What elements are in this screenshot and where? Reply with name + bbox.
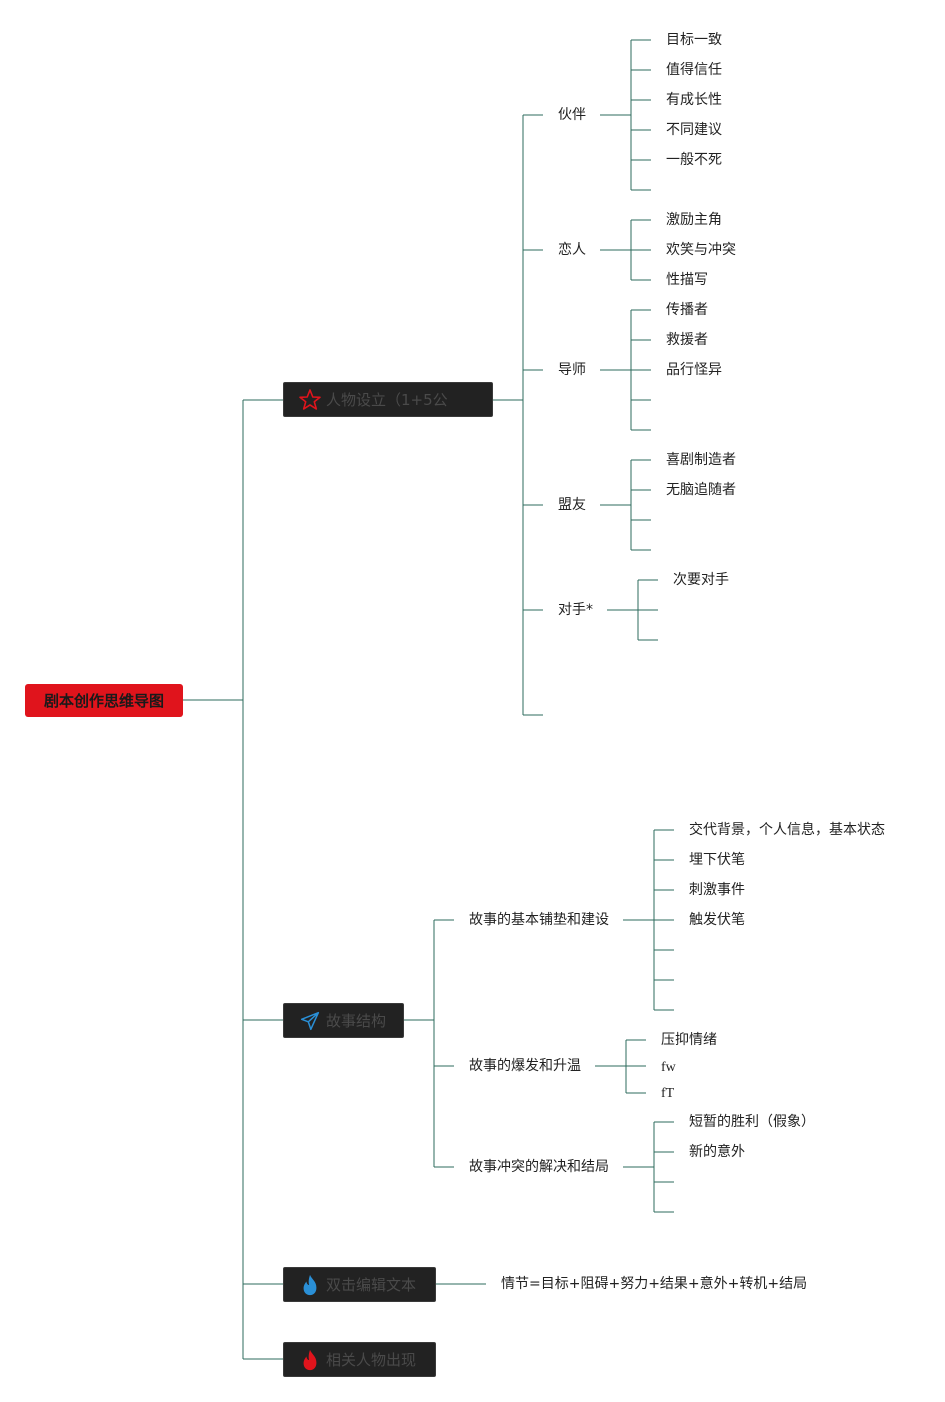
- star-icon: [298, 388, 322, 412]
- node-related[interactable]: 相关人物出现: [283, 1342, 436, 1377]
- paper-plane-icon: [298, 1009, 322, 1033]
- node-partner[interactable]: 伙伴: [558, 107, 586, 123]
- node-characters[interactable]: 人物设立（1+5公: [283, 382, 493, 417]
- leaf-rise-3[interactable]: fT: [661, 1086, 675, 1101]
- leaf-rise-1[interactable]: 压抑情绪: [661, 1032, 717, 1048]
- node-mentor[interactable]: 导师: [558, 362, 586, 378]
- node-edit-label: 双击编辑文本: [326, 1276, 417, 1294]
- leaf-resolution-1[interactable]: 短暂的胜利（假象）: [689, 1114, 815, 1130]
- leaf-edit-note[interactable]: 情节=目标+阻碍+努力+结果+意外+转机+结局: [501, 1276, 808, 1292]
- leaf-rise-2[interactable]: fw: [661, 1060, 676, 1075]
- leaf-ally-2[interactable]: 无脑追随者: [666, 482, 736, 498]
- leaf-mentor-2[interactable]: 救援者: [666, 332, 708, 348]
- leaf-ally-1[interactable]: 喜剧制造者: [666, 452, 736, 468]
- leaf-setup-4[interactable]: 触发伏笔: [689, 912, 745, 928]
- node-rise[interactable]: 故事的爆发和升温: [469, 1058, 581, 1074]
- node-structure[interactable]: 故事结构: [283, 1003, 404, 1038]
- node-edit[interactable]: 双击编辑文本: [283, 1267, 436, 1302]
- leaf-setup-3[interactable]: 刺激事件: [689, 882, 745, 898]
- flame-icon: [298, 1348, 322, 1372]
- leaf-mentor-1[interactable]: 传播者: [666, 302, 708, 318]
- leaf-partner-4[interactable]: 不同建议: [666, 122, 722, 138]
- leaf-setup-2[interactable]: 埋下伏笔: [689, 852, 745, 868]
- flame-icon: [298, 1273, 322, 1297]
- leaf-setup-1[interactable]: 交代背景，个人信息，基本状态: [689, 822, 885, 838]
- node-setup[interactable]: 故事的基本铺垫和建设: [469, 912, 609, 928]
- node-resolution[interactable]: 故事冲突的解决和结局: [469, 1159, 609, 1175]
- node-ally[interactable]: 盟友: [558, 497, 586, 513]
- leaf-lover-3[interactable]: 性描写: [666, 272, 708, 288]
- leaf-partner-1[interactable]: 目标一致: [666, 32, 722, 48]
- leaf-mentor-3[interactable]: 品行怪异: [666, 362, 722, 378]
- root-node[interactable]: 剧本创作思维导图: [25, 684, 183, 717]
- node-rival[interactable]: 对手*: [558, 602, 593, 618]
- leaf-lover-1[interactable]: 激励主角: [666, 212, 722, 228]
- node-structure-label: 故事结构: [326, 1012, 387, 1030]
- leaf-partner-3[interactable]: 有成长性: [666, 92, 722, 108]
- leaf-partner-5[interactable]: 一般不死: [666, 152, 722, 168]
- leaf-resolution-2[interactable]: 新的意外: [689, 1144, 745, 1160]
- leaf-rival-1[interactable]: 次要对手: [673, 572, 729, 588]
- node-related-label: 相关人物出现: [326, 1351, 417, 1369]
- leaf-lover-2[interactable]: 欢笑与冲突: [666, 242, 736, 258]
- node-characters-label: 人物设立（1+5公: [326, 391, 448, 409]
- node-lover[interactable]: 恋人: [558, 242, 586, 258]
- leaf-partner-2[interactable]: 值得信任: [666, 62, 722, 78]
